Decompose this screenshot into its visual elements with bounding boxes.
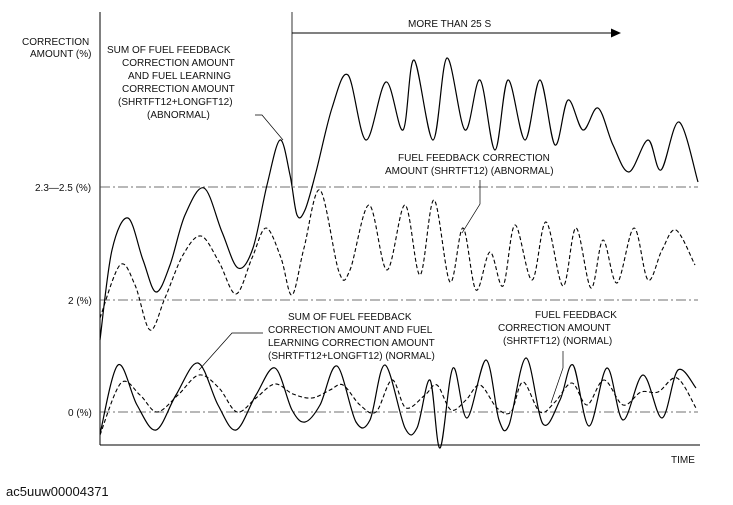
tick-label-zero: 0 (%) (68, 408, 92, 419)
annotation-normal-feedback: FUEL FEEDBACK CORRECTION AMOUNT (SHRTFT1… (498, 310, 617, 347)
leader-abnormal-feedback (461, 180, 481, 234)
y-axis-title-line1: CORRECTION (22, 37, 89, 48)
annotation-line: SUM OF FUEL FEEDBACK (107, 45, 231, 56)
annotation-line: AMOUNT (SHRTFT12) (ABNORMAL) (385, 166, 554, 177)
annotation-line: CORRECTION AMOUNT AND FUEL (268, 325, 433, 336)
normal-feedback-curve (99, 374, 697, 436)
annotation-abnormal-feedback: FUEL FEEDBACK CORRECTION AMOUNT (SHRTFT1… (385, 153, 554, 177)
annotation-line: CORRECTION AMOUNT (122, 58, 235, 69)
annotation-line: (ABNORMAL) (147, 110, 210, 121)
leader-abnormal-sum (255, 114, 284, 141)
correction-amount-diagram: CORRECTION AMOUNT (%) 2.3—2.5 (%) 2 (%) … (22, 12, 700, 466)
y-axis-title-line2: AMOUNT (%) (30, 49, 91, 60)
annotation-line: FUEL FEEDBACK CORRECTION (398, 153, 550, 164)
normal-sum-curve (99, 357, 697, 449)
annotation-line: AND FUEL LEARNING (128, 71, 231, 82)
annotation-line: FUEL FEEDBACK (535, 310, 617, 321)
annotation-abnormal-sum: SUM OF FUEL FEEDBACK CORRECTION AMOUNT A… (107, 45, 235, 121)
leader-normal-feedback (550, 351, 564, 404)
tick-label-high: 2.3—2.5 (%) (35, 183, 91, 194)
tick-label-mid: 2 (%) (68, 296, 92, 307)
annotation-line: SUM OF FUEL FEEDBACK (288, 312, 412, 323)
annotation-line: CORRECTION AMOUNT (122, 84, 235, 95)
annotation-line: CORRECTION AMOUNT (498, 323, 611, 334)
duration-label: MORE THAN 25 S (408, 19, 491, 30)
annotation-line: (SHRTFT12) (NORMAL) (503, 336, 612, 347)
annotation-line: (SHRTFT12+LONGFT12) (NORMAL) (268, 351, 435, 362)
figure-caption: ac5uuw00004371 (6, 484, 109, 499)
annotation-normal-sum: SUM OF FUEL FEEDBACK CORRECTION AMOUNT A… (268, 312, 435, 362)
abnormal-sum-curve (99, 57, 699, 341)
x-axis-title: TIME (671, 455, 695, 466)
annotation-line: LEARNING CORRECTION AMOUNT (268, 338, 435, 349)
annotation-line: (SHRTFT12+LONGFT12) (118, 97, 233, 108)
leader-normal-sum (198, 332, 263, 371)
duration-arrow-head (611, 28, 621, 38)
